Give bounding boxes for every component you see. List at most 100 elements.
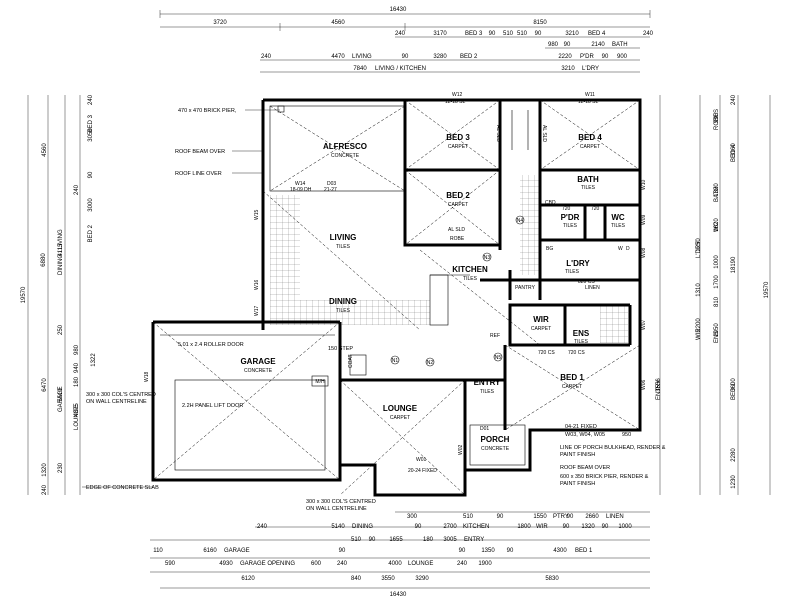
left-dimensions: 19570 240 4560 3050 BED 3 240 90 3000 BE… [21, 94, 97, 495]
room-bath: BATH [577, 175, 599, 184]
room-entry-finish: TILES [480, 389, 495, 395]
note-w14-size: 18-09 DH [290, 187, 312, 193]
dim-top-bed4: BED 4 [588, 31, 606, 37]
note-w02: W02 [458, 445, 464, 456]
bot1b-linen: LINEN [606, 514, 624, 520]
left-total: 19570 [21, 286, 27, 303]
room-pdr-finish: TILES [563, 223, 578, 229]
bottom-dimensions: 300 510 90 1550 PTRY 90 2660 LINEN 240 5… [150, 511, 650, 598]
note-w11-size: 12-18 SL [578, 99, 599, 105]
right-3160: 3160 [731, 143, 737, 157]
note-w12: W12 [452, 92, 463, 98]
room-kitchen: KITCHEN [452, 265, 488, 274]
note-panel-door: 2.2H PANEL LIFT DOOR [182, 403, 243, 409]
dim-top-4560: 4560 [331, 20, 345, 26]
right-1250: 1250 [696, 238, 702, 252]
node-n5: N5 [495, 355, 502, 361]
right-total: 19570 [764, 281, 770, 298]
right-robes: ROBES [714, 109, 720, 130]
note-w07: W07 [641, 320, 647, 331]
tile-hatch [270, 175, 628, 343]
bot1-90c: 90 [602, 524, 609, 530]
note-d: D [626, 246, 630, 252]
left-1320: 1320 [42, 463, 48, 477]
right-dimensions: 19570 18190 240 990 ROBES 3160 BED 4 132… [656, 94, 771, 495]
bot2-entry: ENTRY [464, 537, 484, 543]
bot2-180: 180 [423, 537, 434, 543]
bot1b-510: 510 [463, 514, 474, 520]
bot1-240: 240 [257, 524, 268, 530]
room-bed3-finish: CARPET [448, 144, 468, 150]
bottom-total: 16430 [390, 592, 407, 598]
bot4-3550: 3550 [381, 576, 395, 582]
dim-top2b-980: 980 [548, 42, 559, 48]
right-bed1: BED 1 [731, 382, 737, 400]
dim-top2b-90: 90 [564, 42, 571, 48]
garage-panel-door [174, 379, 326, 471]
note-w18: W18 [144, 372, 150, 383]
room-ldry: L'DRY [566, 259, 590, 268]
dim-top3-ldry: L'DRY [582, 66, 599, 72]
room-wir-finish: CARPET [531, 326, 551, 332]
dim-top-510b: 510 [517, 31, 528, 37]
room-bed4: BED 4 [578, 133, 602, 142]
room-bed1: BED 1 [560, 373, 584, 382]
node-n4: N4 [517, 218, 524, 224]
annotations: 470 x 470 BRICK PIER, ROOF BEAM OVER ROO… [82, 92, 666, 512]
bot1-1320: 1320 [581, 524, 595, 530]
note-720cs-b: 720 CS [568, 350, 585, 356]
note-fixed: 04-21 FIXED [565, 424, 597, 430]
left-4375: 4375 [74, 403, 80, 417]
bot3-garage-opening: GARAGE OPENING [240, 561, 295, 567]
coat-cupboard [349, 354, 367, 376]
bot2-110: 110 [153, 548, 163, 554]
left-240b: 240 [74, 184, 80, 195]
bot2-90c: 90 [459, 548, 466, 554]
note-mh: M/H [315, 379, 325, 385]
note-porch-bulkhead: LINE OF PORCH BULKHEAD, RENDER & PAINT F… [560, 445, 666, 458]
note-cbd: CBD [545, 200, 556, 206]
bot1-1000: 1000 [618, 524, 632, 530]
bot3-240b: 240 [457, 561, 468, 567]
bot1-1800: 1800 [517, 524, 531, 530]
bot2-90: 90 [339, 548, 346, 554]
dim-top2b-2140: 2140 [591, 42, 605, 48]
note-w06: W06 [641, 380, 647, 391]
room-lounge-finish: CARPET [390, 415, 410, 421]
left-bed3: BED 3 [88, 114, 94, 132]
note-step: 150 STEP [328, 346, 353, 352]
note-w10: W10 [641, 180, 647, 191]
note-roof-line: ROOF LINE OVER [175, 171, 222, 177]
room-wc: WC [611, 213, 625, 222]
room-pdr: P'DR [561, 213, 580, 222]
porch-area [469, 424, 526, 466]
dim-top-3720: 3720 [213, 20, 227, 26]
left-1322: 1322 [91, 353, 97, 367]
note-roller-door: 5.01 x 2.4 ROLLER DOOR [178, 342, 244, 348]
bot1b-90b: 90 [567, 514, 574, 520]
note-w14: W14 [295, 181, 306, 187]
right-inner: 18190 [731, 256, 737, 273]
note-brick-pier-2-wrap: 600 x 350 BRICK PIER, RENDER & PAINT FIN… [560, 474, 648, 487]
left-240c: 240 [42, 484, 48, 495]
right-ldry: L'DRY [696, 241, 702, 258]
kitchen-bench [429, 274, 449, 326]
note-w: W [618, 246, 623, 252]
room-alfresco: ALFRESCO [323, 142, 367, 151]
left-lounge: LOUNGE [74, 405, 80, 430]
dim-top2-2220: 2220 [558, 54, 572, 60]
room-bath-finish: TILES [581, 185, 596, 191]
bot3-1900: 1900 [478, 561, 492, 567]
dim-top3-7840: 7840 [353, 66, 367, 72]
dim-top2-240: 240 [261, 54, 272, 60]
bot1b-2660: 2660 [585, 514, 599, 520]
node-n2: N2 [427, 360, 434, 366]
note-820cs: 820 CS [578, 279, 595, 285]
left-6880: 6880 [41, 253, 47, 267]
note-brick-pier: 470 x 470 BRICK PIER, [178, 108, 237, 114]
node-n3: N3 [484, 255, 491, 261]
dim-top2-90: 90 [402, 54, 409, 60]
note-d01: D01 [480, 426, 489, 432]
right-1000: 1000 [714, 255, 720, 269]
note-950: 950 [622, 432, 631, 438]
